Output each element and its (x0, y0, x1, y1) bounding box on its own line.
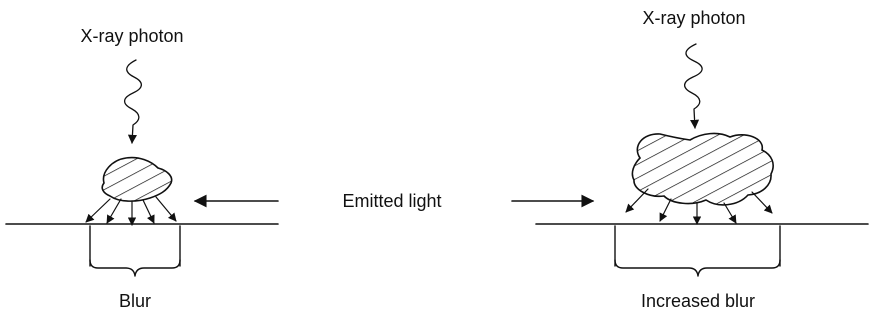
right-blur-brace (614, 259, 781, 277)
left-panel: X-ray photon Blur (5, 26, 279, 311)
left-photon-wave (123, 59, 143, 144)
left-photon-label: X-ray photon (80, 26, 183, 46)
right-light-rays (625, 188, 773, 225)
left-light-rays (85, 196, 177, 226)
left-blur-label: Blur (119, 291, 151, 311)
right-photon-label: X-ray photon (642, 8, 745, 28)
right-scintillator-crystal (631, 132, 774, 206)
right-blur-label: Increased blur (641, 291, 755, 311)
emitted-light-label: Emitted light (342, 191, 441, 211)
left-blur-brace (89, 259, 181, 277)
center-annotation: Emitted light (193, 191, 595, 211)
right-photon-wave (683, 43, 703, 129)
left-scintillator-crystal (101, 156, 173, 202)
right-panel: X-ray photon Increased blur (535, 8, 869, 311)
